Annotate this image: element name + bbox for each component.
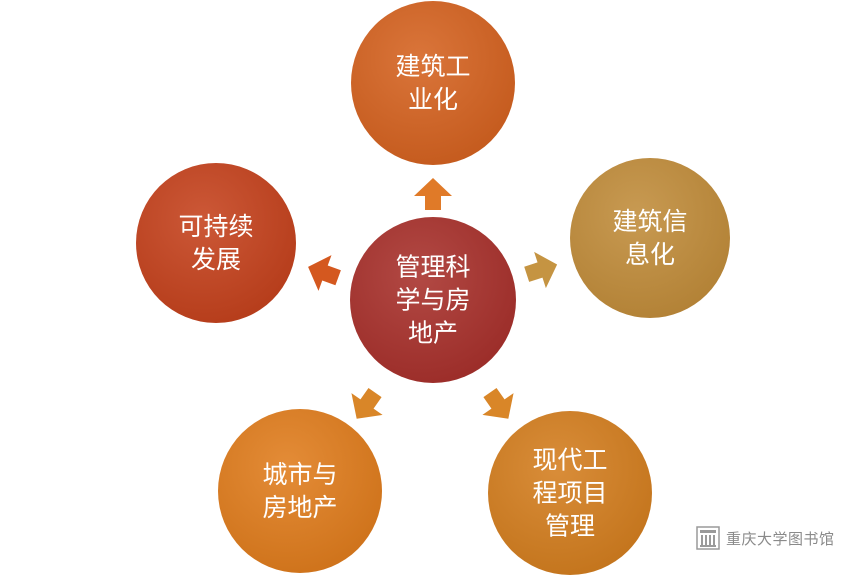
node-bottom-right-circle xyxy=(488,411,652,575)
node-left-circle xyxy=(136,163,296,323)
node-bottom-right-label-line-2: 程项目 xyxy=(532,479,607,508)
to-right-arrow xyxy=(524,251,558,289)
node-bottom-left-label-line-1: 城市与 xyxy=(262,460,337,489)
node-right-circle xyxy=(570,158,730,318)
node-bottom-right-label-line-3: 管理 xyxy=(545,512,595,541)
center-node-label-line-3: 地产 xyxy=(408,319,458,348)
node-right-label-line-1: 建筑信 xyxy=(612,207,687,236)
node-right-label-line-2: 息化 xyxy=(625,240,675,269)
node-top-label-line-1: 建筑工 xyxy=(395,52,470,81)
node-top-circle xyxy=(351,1,515,165)
node-top-label-line-2: 业化 xyxy=(408,85,458,114)
center-node-circle xyxy=(350,217,516,383)
node-left-label-line-2: 发展 xyxy=(191,245,241,274)
to-bottom-right-arrow xyxy=(482,387,514,419)
center-node-label-line-1: 管理科 xyxy=(395,253,470,282)
node-bottom-left-circle xyxy=(218,409,382,573)
node-bottom-left-label-line-2: 房地产 xyxy=(262,493,337,522)
node-bottom-right-label-line-1: 现代工 xyxy=(532,446,607,475)
center-node-label-line-2: 学与房 xyxy=(395,286,470,315)
node-left-label-line-1: 可持续 xyxy=(178,212,253,241)
to-left-arrow xyxy=(308,255,341,291)
to-bottom-left-arrow xyxy=(351,387,383,419)
library-logo-icon xyxy=(696,526,720,550)
watermark: 重庆大学图书馆 xyxy=(696,525,835,551)
to-top-arrow xyxy=(414,178,452,210)
watermark-text: 重庆大学图书馆 xyxy=(726,529,835,548)
